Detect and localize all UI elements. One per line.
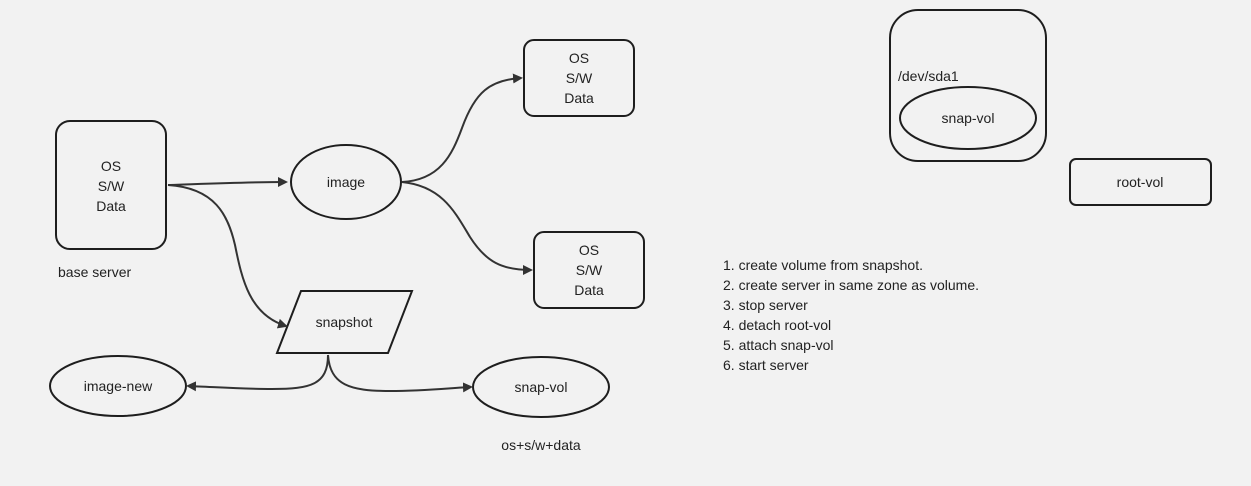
os-box-top-line-data: Data <box>564 90 594 106</box>
arrow-snapshot-to-snap-vol <box>327 354 473 393</box>
arrow-base-to-snapshot <box>167 184 288 329</box>
base-server-caption: base server <box>58 264 131 280</box>
image-new-node[interactable]: image-new <box>49 355 187 417</box>
image-node[interactable]: image <box>290 144 402 220</box>
step-item: 6. start server <box>723 357 809 373</box>
inner-snap-vol-node[interactable]: snap-vol <box>899 86 1037 150</box>
step-item: 2. create server in same zone as volume. <box>723 277 979 293</box>
base-server-line-os: OS <box>101 158 121 174</box>
dev-sda1-container[interactable]: /dev/sda1 <box>889 9 1047 162</box>
root-vol-label: root-vol <box>1117 174 1164 190</box>
snapshot-label: snapshot <box>316 314 373 330</box>
image-label: image <box>327 174 365 190</box>
snap-vol-node[interactable]: snap-vol <box>472 356 610 418</box>
os-box-top-node[interactable]: OS S/W Data <box>523 39 635 117</box>
os-box-mid-node[interactable]: OS S/W Data <box>533 231 645 309</box>
snap-vol-label: snap-vol <box>515 379 568 395</box>
os-box-mid-line-data: Data <box>574 282 604 298</box>
os-box-top-line-sw: S/W <box>566 70 593 86</box>
base-server-node[interactable]: OS S/W Data <box>55 120 167 250</box>
arrow-snapshot-to-image-new <box>186 354 329 392</box>
image-new-label: image-new <box>84 378 153 394</box>
root-vol-node[interactable]: root-vol <box>1069 158 1212 206</box>
base-server-line-data: Data <box>96 198 126 214</box>
arrow-image-to-os-mid <box>401 181 533 275</box>
step-item: 4. detach root-vol <box>723 317 831 333</box>
os-box-top-line-os: OS <box>569 50 589 66</box>
snap-vol-caption: os+s/w+data <box>501 437 581 453</box>
snapshot-node[interactable]: snapshot <box>275 290 414 354</box>
inner-snap-vol-label: snap-vol <box>942 110 995 126</box>
step-item: 3. stop server <box>723 297 808 313</box>
steps-list: 1. create volume from snapshot. 2. creat… <box>723 257 979 373</box>
arrow-base-to-image <box>167 177 288 188</box>
arrow-image-to-os-top <box>401 73 523 183</box>
os-box-mid-line-os: OS <box>579 242 599 258</box>
step-item: 5. attach snap-vol <box>723 337 834 353</box>
base-server-line-sw: S/W <box>98 178 125 194</box>
dev-sda1-label: /dev/sda1 <box>898 68 959 84</box>
os-box-mid-line-sw: S/W <box>576 262 603 278</box>
step-item: 1. create volume from snapshot. <box>723 257 923 273</box>
